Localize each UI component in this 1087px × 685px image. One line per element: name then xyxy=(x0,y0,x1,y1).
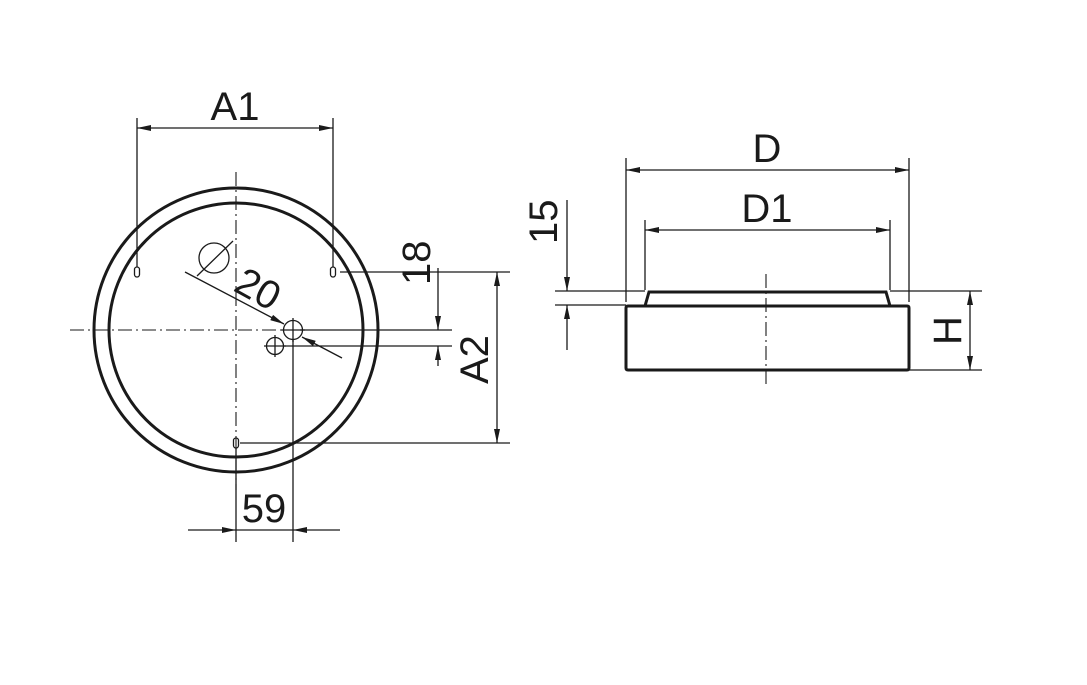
base-body xyxy=(624,304,911,372)
label-a1: A1 xyxy=(211,85,260,129)
reference-circle xyxy=(198,242,230,274)
label-d: D xyxy=(753,127,782,171)
top-view: A1 20 18 A2 59 xyxy=(70,85,510,542)
top-step xyxy=(643,290,892,307)
dimension-15: 15 xyxy=(522,200,645,350)
dimension-d: D xyxy=(625,127,910,302)
dimension-a2: A2 xyxy=(240,271,510,444)
mounting-slot-right xyxy=(329,266,337,278)
label-18: 18 xyxy=(395,241,439,286)
dimension-20: 20 xyxy=(184,259,343,359)
label-20: 20 xyxy=(228,259,288,319)
label-15: 15 xyxy=(522,200,566,245)
dimension-a1: A1 xyxy=(136,85,334,267)
dimension-h: H xyxy=(890,290,982,371)
label-59: 59 xyxy=(242,487,287,531)
label-a2: A2 xyxy=(453,335,497,384)
label-h: H xyxy=(926,316,970,345)
cable-hole-lower xyxy=(264,335,286,357)
mounting-slot-left xyxy=(133,266,141,278)
label-d1: D1 xyxy=(741,187,792,231)
dimension-59: 59 xyxy=(188,340,340,542)
dimension-18: 18 xyxy=(284,241,452,366)
side-view: D D1 15 H xyxy=(522,127,982,386)
dimension-d1: D1 xyxy=(644,187,891,290)
